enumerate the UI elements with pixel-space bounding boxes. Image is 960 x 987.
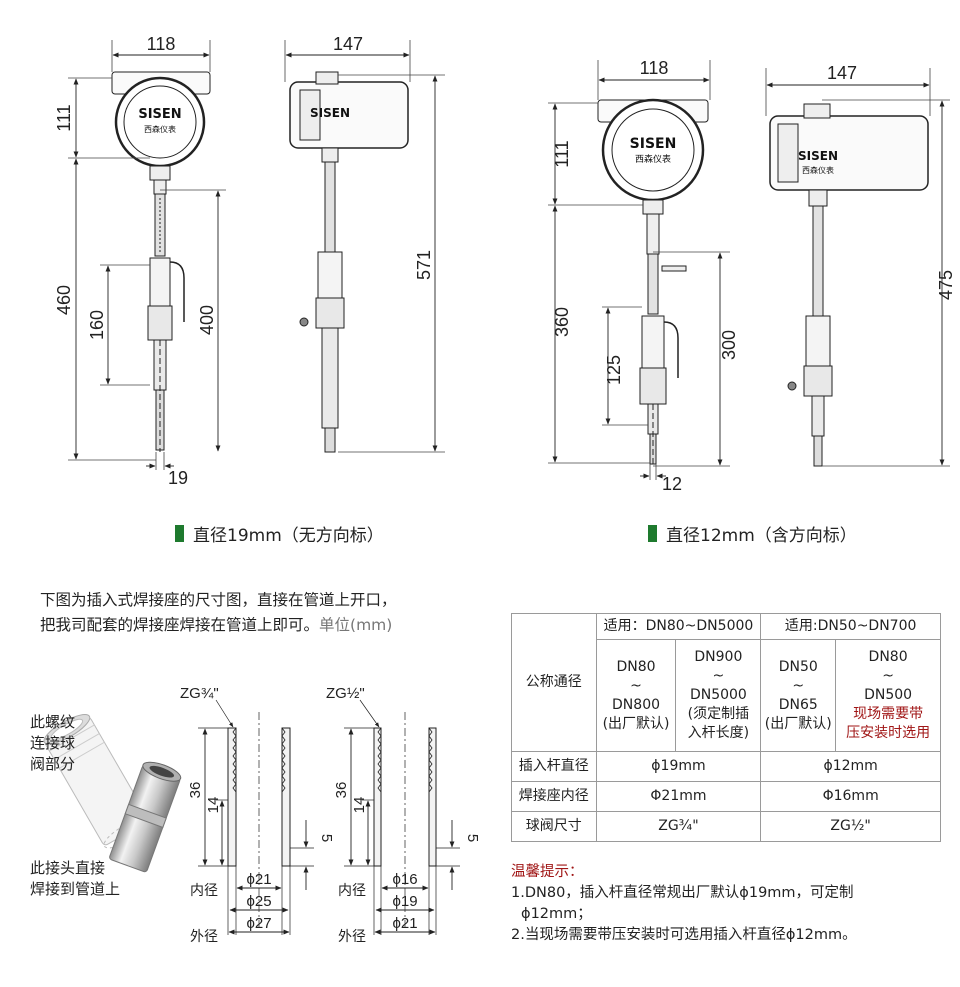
range-cell-1: DN80 ~ DN800 (出厂默认) xyxy=(595,639,677,752)
dim-side-width-12: 147 xyxy=(827,63,857,83)
weld-section-a xyxy=(198,699,314,935)
dim-total-side-12: 475 xyxy=(936,270,956,300)
caption-19mm-text: 直径19mm（无方向标） xyxy=(193,526,384,546)
photo-label-top-3: 阀部分 xyxy=(30,755,75,773)
dim-total-front-19: 460 xyxy=(54,285,74,315)
caption-marker-icon xyxy=(648,525,657,542)
dim-rod-diameter-12: 12 xyxy=(662,474,682,494)
range-cell-4: DN80 ~ DN500 现场需要带 压安装时选用 xyxy=(835,639,941,752)
note-1: 1.DN80，插入杆直径常规出厂默认ϕ19mm，可定制 xyxy=(511,885,854,901)
dim-front-width-19: 118 xyxy=(147,34,176,54)
front-view-19: SISEN 西森仪表 xyxy=(111,71,211,452)
weld-intro: 下图为插入式焊接座的尺寸图，直接在管道上开口， 把我司配套的焊接座焊接在管道上即… xyxy=(40,588,460,638)
weld-a-h-bottom: 5 xyxy=(318,834,335,842)
logo-sub-2: 西森仪表 xyxy=(635,153,671,165)
weld-section-b xyxy=(344,699,460,935)
weld-b-h-thread: 14 xyxy=(351,797,368,814)
weld-a-inner: ϕ21 xyxy=(246,871,271,888)
dim-valve-span-12: 125 xyxy=(604,355,624,385)
weld-a-outer: ϕ27 xyxy=(246,915,271,932)
caption-marker-icon xyxy=(175,525,184,542)
table-row: 球阀尺寸 ZG¾" ZG½" xyxy=(511,811,941,842)
logo-sub: 西森仪表 xyxy=(144,124,176,134)
weld-b-outer-label: 外径 xyxy=(338,928,366,944)
logo-brand-side: SISEN xyxy=(310,106,350,120)
logo-brand-2: SISEN xyxy=(630,136,677,152)
spec-table: 公称通径 适用：DN80~DN5000 适用:DN50~DN700 DN80 ~… xyxy=(511,613,941,842)
photo-label-top-1: 此螺纹 xyxy=(30,713,75,731)
dim-front-width-12: 118 xyxy=(640,58,669,78)
photo-label-bottom-1: 此接头直接 xyxy=(30,859,105,877)
photo-label-bottom-2: 焊接到管道上 xyxy=(30,880,120,898)
dim-head-height-12: 111 xyxy=(552,140,572,167)
drawing-19mm: SISEN 西森仪表 SISEN xyxy=(68,40,445,470)
front-view-12: SISEN 西森仪表 xyxy=(597,98,709,466)
caption-12mm: 直径12mm（含方向标） xyxy=(648,521,857,546)
weld-a-h-total: 36 xyxy=(187,782,204,799)
dim-rod-diameter-19: 19 xyxy=(168,468,188,488)
note-1-cont: ϕ12mm； xyxy=(521,906,592,922)
dim-head-height-19: 111 xyxy=(54,104,74,131)
row-label-nominal: 公称通径 xyxy=(511,613,597,752)
dim-total-side-19: 571 xyxy=(414,250,434,280)
table-row: 插入杆直径 ϕ19mm ϕ12mm xyxy=(511,751,941,782)
dimension-labels-12: 118 147 111 360 125 300 475 12 xyxy=(552,58,956,494)
weld-b-thread: ZG½" xyxy=(326,685,365,702)
weld-a-thread: ZG¾" xyxy=(180,685,219,702)
weld-b-mid: ϕ19 xyxy=(392,893,417,910)
weld-a-outer-label: 外径 xyxy=(190,928,218,944)
dimension-labels-19: 118 147 111 460 160 400 571 19 xyxy=(54,34,434,488)
weld-section-b-dims xyxy=(348,728,455,935)
weld-intro-unit: 单位(mm) xyxy=(319,616,393,634)
side-view-12: SISEN 西森仪表 xyxy=(769,103,929,467)
dim-valve-span-19: 160 xyxy=(87,310,107,340)
note-2: 2.当现场需要带压安装时可选用插入杆直径ϕ12mm。 xyxy=(511,927,857,943)
caption-19mm: 直径19mm（无方向标） xyxy=(175,521,384,546)
weld-section-a-labels: ZG¾" 36 14 5 内径 ϕ21 ϕ25 外径 ϕ27 xyxy=(180,685,335,944)
caption-12mm-text: 直径12mm（含方向标） xyxy=(666,526,857,546)
logo-brand: SISEN xyxy=(138,107,181,122)
group-header-2: 适用:DN50~DN700 xyxy=(760,613,941,640)
weld-a-mid: ϕ25 xyxy=(246,893,271,910)
dim-insert-length-19: 400 xyxy=(197,305,217,335)
group-header-1: 适用：DN80~DN5000 xyxy=(595,613,762,640)
notes: 温馨提示： 1.DN80，插入杆直径常规出厂默认ϕ19mm，可定制 ϕ12mm；… xyxy=(511,862,941,946)
drawing-12mm: SISEN 西森仪表 SISEN 西森仪表 xyxy=(548,60,950,480)
table-row: 公称通径 适用：DN80~DN5000 适用:DN50~DN700 xyxy=(511,613,941,752)
weld-section-b-labels: ZG½" 36 14 5 内径 ϕ16 ϕ19 外径 ϕ21 xyxy=(326,685,481,944)
logo-sub-side-2: 西森仪表 xyxy=(802,165,834,175)
weld-a-inner-label: 内径 xyxy=(190,882,218,898)
dim-total-front-12: 360 xyxy=(552,307,572,337)
side-view-19: SISEN xyxy=(289,71,409,453)
dimension-lines-19 xyxy=(68,40,445,470)
logo-brand-side-2: SISEN xyxy=(798,149,838,163)
weld-b-inner-label: 内径 xyxy=(338,882,366,898)
range-cell-3: DN50 ~ DN65 (出厂默认) xyxy=(760,639,837,752)
dimension-lines-12 xyxy=(548,60,950,480)
weld-b-outer: ϕ21 xyxy=(392,915,417,932)
weld-b-inner: ϕ16 xyxy=(392,871,417,888)
dimension-arrows-19 xyxy=(73,52,438,469)
dim-side-width-19: 147 xyxy=(333,34,363,54)
table-row: DN80 ~ DN800 (出厂默认) DN900 ~ DN5000 (须定制插… xyxy=(512,639,941,752)
weld-intro-line1: 下图为插入式焊接座的尺寸图，直接在管道上开口， xyxy=(40,591,397,609)
photo-label-top-2: 连接球 xyxy=(30,734,75,752)
weld-section-a-dims xyxy=(202,728,309,935)
range-cell-2: DN900 ~ DN5000 (须定制插 入杆长度) xyxy=(675,639,762,752)
weld-b-h-bottom: 5 xyxy=(464,834,481,842)
weld-intro-line2: 把我司配套的焊接座焊接在管道上即可。 xyxy=(40,616,320,634)
notes-title: 温馨提示： xyxy=(511,864,584,880)
weld-b-h-total: 36 xyxy=(333,782,350,799)
table-row: 焊接座内径 Φ21mm Φ16mm xyxy=(511,781,941,812)
dimension-arrows-12 xyxy=(552,77,945,479)
weld-a-h-thread: 14 xyxy=(205,797,222,814)
weld-seat-photo xyxy=(43,714,182,873)
dim-insert-length-12: 300 xyxy=(719,330,739,360)
